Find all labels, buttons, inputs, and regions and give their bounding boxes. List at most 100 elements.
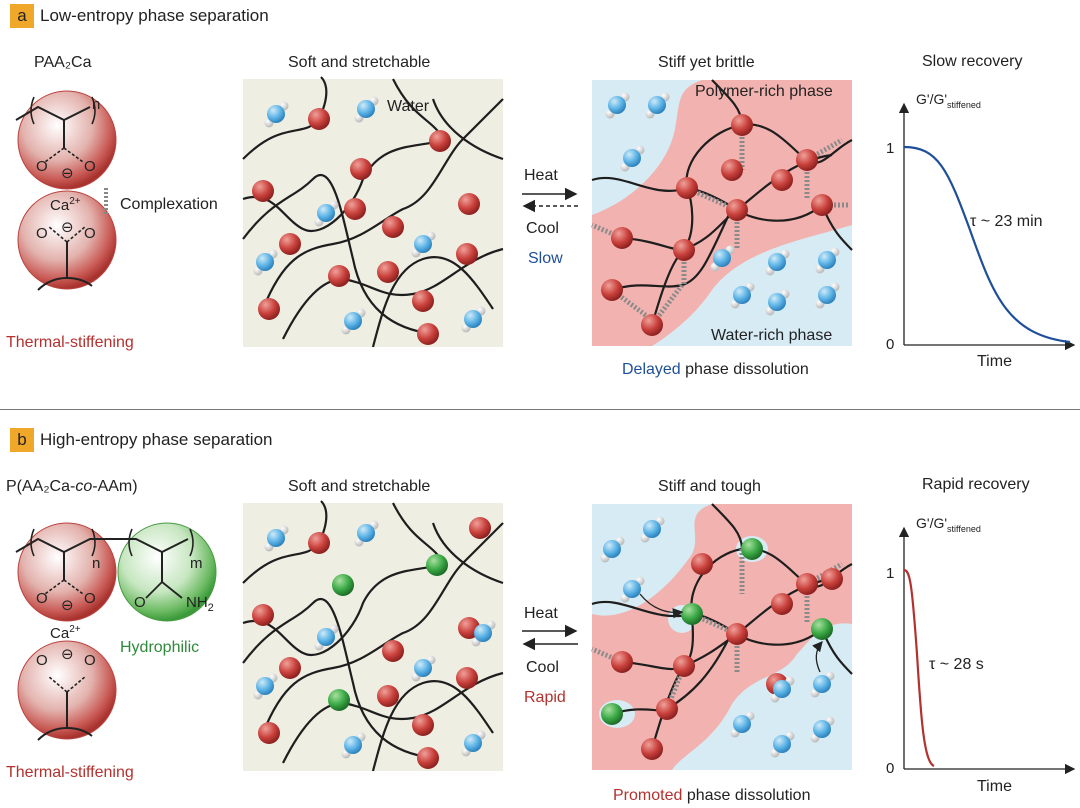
water-molecule-icon (253, 673, 278, 700)
water-molecule-icon (765, 289, 790, 316)
polymer-chain (371, 256, 494, 348)
polymer-bead-icon (350, 158, 372, 180)
y-tick-zero-a: 0 (886, 336, 895, 353)
polymer-bead-icon (691, 553, 713, 575)
polymer-bead-icon (726, 623, 748, 645)
oxygen-left-2: O (36, 225, 48, 242)
soft-title-b: Soft and stretchable (288, 478, 431, 495)
unit-m-label-b: m (190, 555, 203, 572)
water-molecule-icon (341, 308, 366, 335)
minus-charge-icon: ⊖ (61, 165, 74, 182)
water-molecule-icon (620, 145, 645, 172)
polymer-bead-icon (382, 216, 404, 238)
water-molecule-icon (810, 716, 835, 743)
water-molecule-icon (730, 711, 755, 738)
water-molecule-icon (314, 200, 339, 227)
polymer-bead-icon (771, 169, 793, 191)
polymer-bead-icon (611, 651, 633, 673)
heat-arrow-icon (522, 187, 578, 213)
polymer-bead-icon (726, 199, 748, 221)
tau-label-a: τ ~ 23 min (970, 213, 1043, 230)
water-molecule-icon (770, 676, 795, 703)
water-molecule-icon (810, 671, 835, 698)
tau-label-b: τ ~ 28 s (929, 656, 984, 673)
unit-n-label-b: n (92, 555, 101, 572)
polymer-bead-icon (641, 738, 663, 760)
polymer-chain (261, 98, 504, 310)
water-molecule-icon (341, 732, 366, 759)
polymer-bead-icon (252, 604, 274, 626)
unit-n-label: n (92, 96, 101, 113)
polymer-chain (261, 522, 504, 734)
polymer-chain (611, 207, 733, 292)
water-molecule-icon (461, 306, 486, 333)
polymer-bead-icon (308, 108, 330, 130)
oxygen-right-2: O (84, 225, 96, 242)
heat-arrow-icon-b (522, 624, 578, 651)
promoted-dissolution: Promoted phase dissolution (613, 787, 811, 804)
rapid-recovery-curve (903, 568, 935, 768)
polymer-chain (431, 98, 504, 161)
slow-label: Slow (528, 250, 563, 267)
calcium-ion-label-b: Ca2+ (50, 624, 81, 642)
polymer-bead-icon (456, 667, 478, 689)
curved-arrow-icon (639, 593, 684, 619)
water-molecule-icon (815, 282, 840, 309)
polymer-chain (242, 598, 434, 760)
oxygen-b-right: O (84, 590, 96, 607)
oxygen-left: O (36, 158, 48, 175)
delayed-dissolution: Delayed phase dissolution (622, 361, 809, 378)
water-molecule-icon (765, 249, 790, 276)
oxygen-b-right-2: O (84, 652, 96, 669)
polymer-bead-icon (771, 593, 793, 615)
polymer-bead-icon (377, 685, 399, 707)
stiff-network-a (591, 79, 853, 346)
y-axis-label-a: G'/G'stiffened (916, 91, 981, 110)
section-b-badge: b (10, 428, 34, 452)
polymer-bead-icon (458, 193, 480, 215)
polymer-chain (242, 562, 444, 656)
cool-label-b: Cool (526, 659, 559, 676)
polymer-bead-icon (796, 573, 818, 595)
polymer-bead-icon (811, 194, 833, 216)
amide-nh2: NH2 (186, 594, 214, 614)
hydrophilic-bead-icon (811, 618, 833, 640)
section-b-title: High-entropy phase separation (40, 430, 273, 449)
oxygen-b-left: O (36, 590, 48, 607)
water-molecule-icon (314, 624, 339, 651)
water-molecule-icon (600, 536, 625, 563)
curved-arrow-icon (812, 641, 823, 673)
water-molecule-icon (461, 730, 486, 757)
water-molecule-icon (471, 620, 496, 647)
paa2ca-label: PAA₂Ca (34, 54, 92, 71)
y-tick-one-a: 1 (886, 140, 895, 157)
polymer-bead-icon (673, 655, 695, 677)
polymer-chain (591, 176, 688, 192)
ionic-crosslink (805, 137, 844, 163)
hydrophilic-bead-icon (741, 538, 763, 560)
hydrophilic-bead-icon (426, 554, 448, 576)
hydrophilic-bead-icon (601, 703, 623, 725)
stiff-title-b: Stiff and tough (658, 478, 761, 495)
section-a-badge: a (10, 4, 34, 28)
polymer-chain (431, 522, 504, 585)
polymer-bead-icon (258, 722, 280, 744)
stiff-network-b (591, 503, 853, 770)
rapid-recovery-plot (898, 526, 1076, 775)
water-molecule-icon (770, 731, 795, 758)
copolymer-label: P(AA₂Ca-co-AAm) (6, 478, 138, 495)
polymer-bead-icon (601, 279, 623, 301)
thermal-stiffening-label-b: Thermal-stiffening (6, 764, 134, 781)
hydrophilic-bead-icon (332, 574, 354, 596)
polymer-bead-icon (417, 747, 439, 769)
recovery-title-a: Slow recovery (922, 53, 1023, 70)
polymer-bead-icon (412, 714, 434, 736)
oxygen-right: O (84, 158, 96, 175)
polymer-bead-icon (429, 130, 451, 152)
thermal-stiffening-label: Thermal-stiffening (6, 334, 134, 351)
water-label: Water (387, 98, 430, 115)
polymer-chain (242, 138, 444, 232)
polymer-bead-icon (469, 517, 491, 539)
minus-charge-icon-2: ⊖ (61, 219, 74, 236)
water-molecule-icon (645, 92, 670, 119)
